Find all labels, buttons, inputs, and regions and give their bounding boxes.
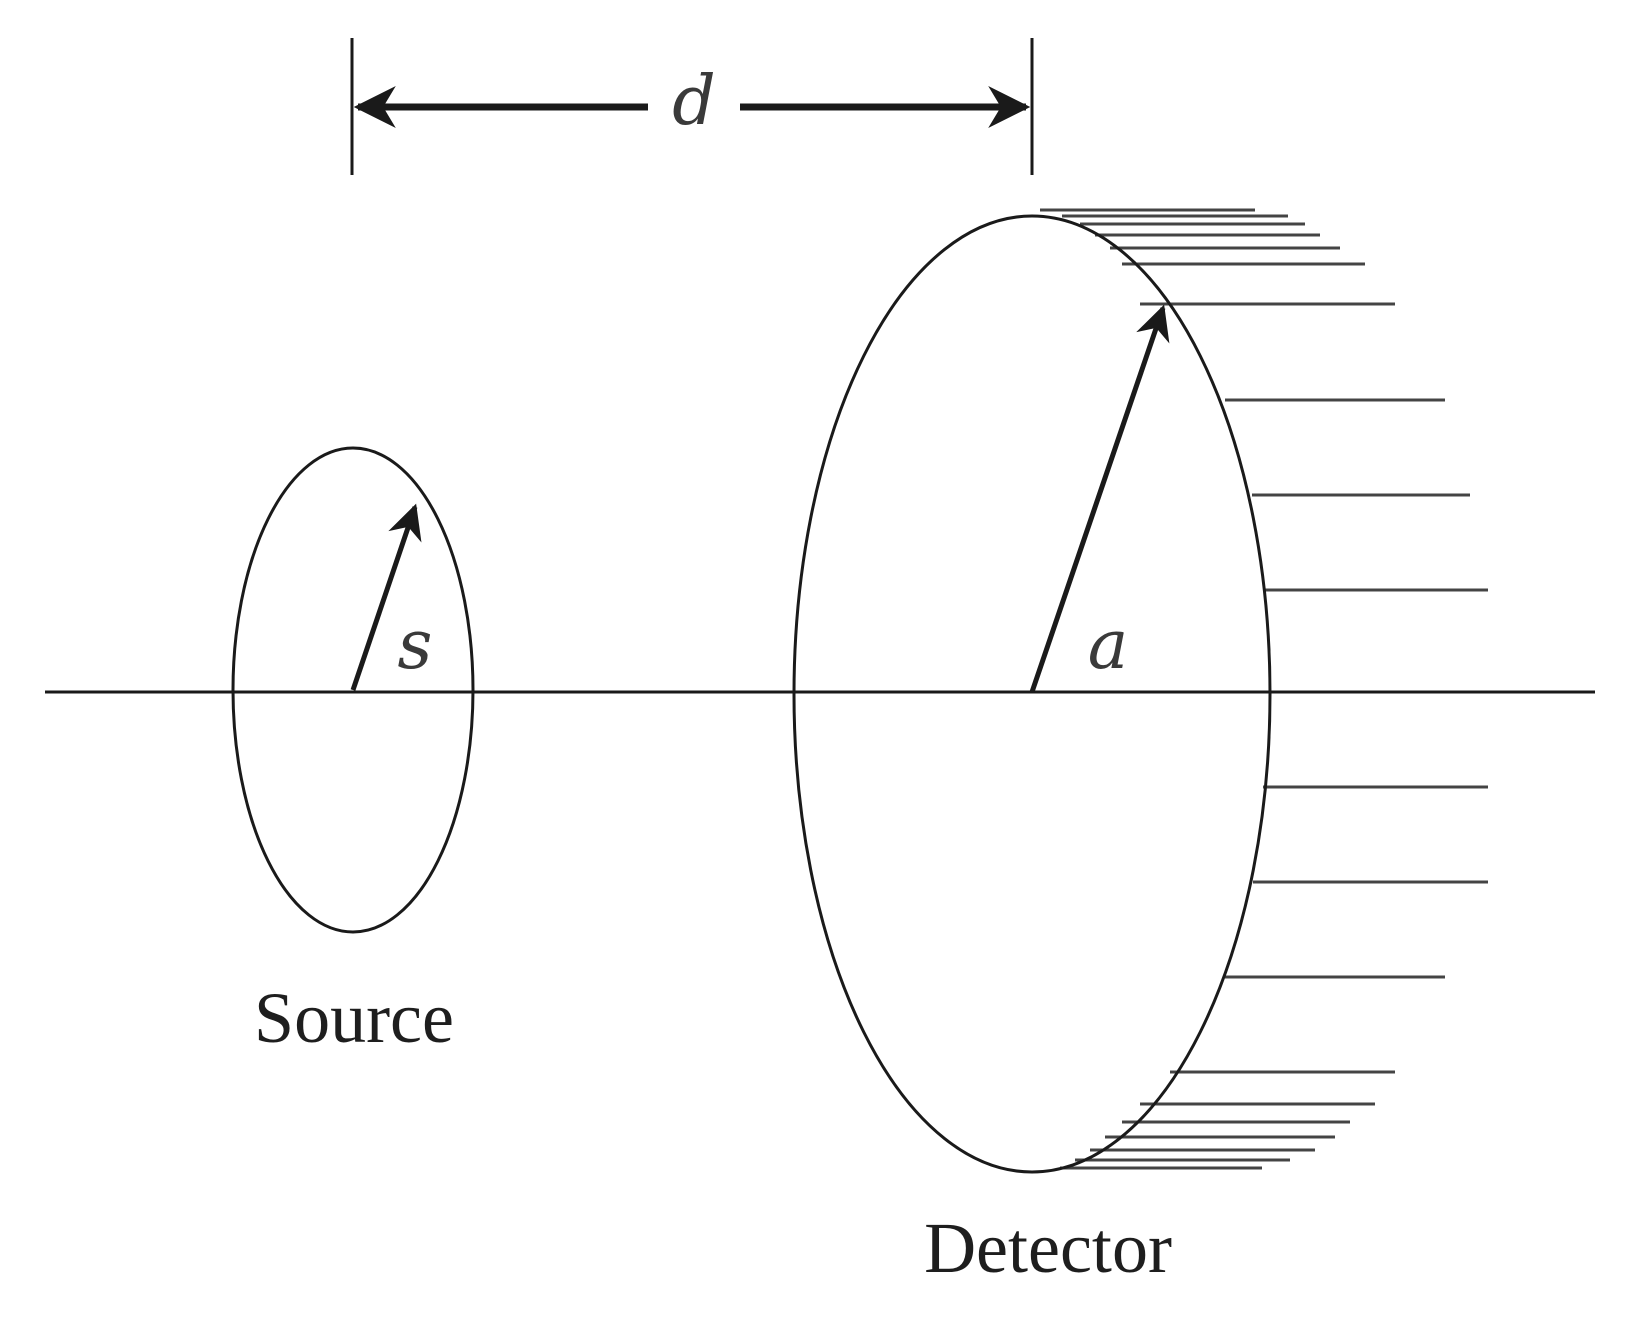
- detector-hatching: [1040, 208, 1488, 1170]
- distance-label: d: [672, 62, 716, 141]
- source-caption: Source: [254, 978, 454, 1058]
- detector-radius-arrow: [1029, 304, 1170, 693]
- detector-radius-label: a: [1088, 606, 1129, 685]
- source-disk: [231, 446, 475, 934]
- source-radius-label: s: [398, 606, 433, 685]
- detector-caption: Detector: [924, 1208, 1172, 1288]
- detector-disk: [792, 214, 1272, 1174]
- source-radius-arrow: [350, 503, 422, 691]
